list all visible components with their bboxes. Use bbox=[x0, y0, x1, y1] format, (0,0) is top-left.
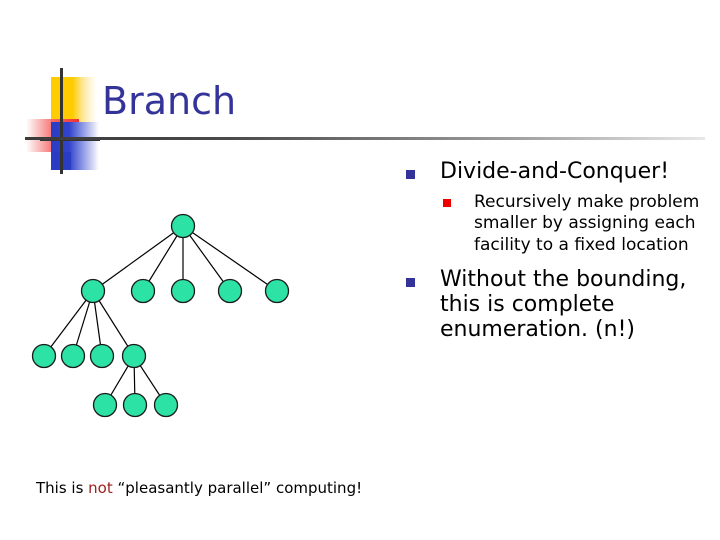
search-tree-svg bbox=[31, 213, 290, 418]
decoration-yellow-block bbox=[51, 77, 96, 123]
tree-node bbox=[92, 392, 118, 418]
body-content-column: Divide-and-Conquer! Recursively make pro… bbox=[398, 159, 710, 345]
tree-edge bbox=[182, 225, 278, 292]
footer-prefix: This is bbox=[36, 479, 89, 497]
tree-node bbox=[89, 343, 115, 369]
tree-node bbox=[130, 278, 156, 304]
bullet-text: Without the bounding, this is complete e… bbox=[440, 267, 687, 342]
bullet-divide-and-conquer: Divide-and-Conquer! bbox=[398, 159, 710, 185]
tree-node bbox=[170, 278, 196, 304]
tree-node bbox=[121, 343, 147, 369]
footer-suffix: “pleasantly parallel” computing! bbox=[112, 479, 363, 497]
tree-node bbox=[60, 343, 86, 369]
tree-node bbox=[170, 213, 196, 239]
square-bullet-blue-icon bbox=[406, 278, 415, 288]
search-tree-diagram bbox=[20, 200, 310, 435]
tree-node bbox=[31, 343, 57, 369]
bullet-text: Divide-and-Conquer! bbox=[440, 159, 670, 184]
tree-edge bbox=[43, 290, 94, 357]
bullet-text: Recursively make problem smaller by assi… bbox=[474, 191, 700, 255]
slide-title: Branch bbox=[102, 79, 237, 123]
footer-emphasis: not bbox=[88, 479, 113, 497]
footer-note: This is not “pleasantly parallel” comput… bbox=[36, 479, 362, 497]
tree-node bbox=[217, 278, 243, 304]
decoration-red-block bbox=[26, 119, 79, 152]
tree-edge bbox=[92, 225, 184, 292]
tree-edge bbox=[142, 225, 184, 292]
decoration-blue-block bbox=[51, 122, 99, 170]
tree-node bbox=[122, 392, 148, 418]
title-underline-rule bbox=[25, 137, 705, 140]
tree-node bbox=[264, 278, 290, 304]
tree-edge bbox=[92, 290, 135, 357]
square-bullet-red-icon bbox=[443, 198, 451, 207]
bullet-recursively-make: Recursively make problem smaller by assi… bbox=[398, 192, 710, 256]
bullet-without-bounding: Without the bounding, this is complete e… bbox=[398, 267, 710, 343]
square-bullet-blue-icon bbox=[406, 170, 415, 179]
tree-node bbox=[153, 392, 179, 418]
decoration-blue-lower-block bbox=[51, 152, 71, 170]
tree-node bbox=[80, 278, 106, 304]
tree-edge bbox=[182, 225, 231, 292]
decoration-vertical-line bbox=[60, 68, 63, 174]
